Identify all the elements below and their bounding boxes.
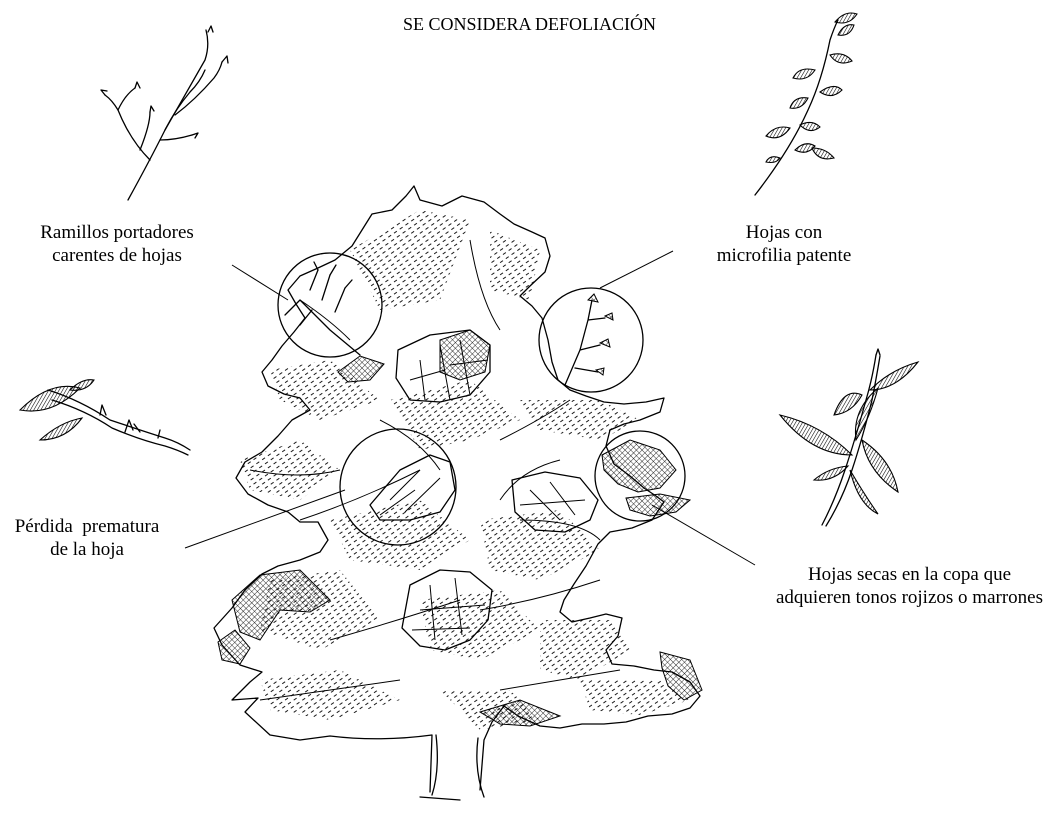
- bare-twig-sketch: [101, 26, 228, 200]
- tree-crown: [214, 186, 702, 800]
- callout-microphylly: [539, 288, 643, 392]
- label-bare-twigs-line2: carentes de hojas: [8, 244, 226, 267]
- dry-leaves-sketch: [780, 349, 918, 526]
- label-dry-leaves-line2: adquieren tonos rojizos o marrones: [760, 586, 1059, 609]
- callout-twigs: [278, 253, 382, 357]
- dry-patch: [338, 356, 384, 382]
- dry-patch: [440, 330, 490, 380]
- callout-dry: [595, 431, 690, 521]
- label-premature-loss-line1: Pérdida prematura: [0, 515, 174, 538]
- label-microphylly-line1: Hojas con: [690, 221, 878, 244]
- label-microphylly: Hojas con microfilia patente: [690, 221, 878, 267]
- label-bare-twigs-line1: Ramillos portadores: [8, 221, 226, 244]
- label-microphylly-line2: microfilia patente: [690, 244, 878, 267]
- label-bare-twigs: Ramillos portadores carentes de hojas: [8, 221, 226, 267]
- label-premature-loss: Pérdida prematura de la hoja: [0, 515, 174, 561]
- label-dry-leaves-line1: Hojas secas en la copa que: [760, 563, 1059, 586]
- label-premature-loss-line2: de la hoja: [0, 538, 174, 561]
- premature-loss-sketch: [20, 380, 190, 455]
- label-dry-leaves: Hojas secas en la copa que adquieren ton…: [760, 563, 1059, 609]
- dry-patch: [218, 630, 250, 664]
- microphylly-sketch: [755, 13, 857, 195]
- diagram-title: SE CONSIDERA DEFOLIACIÓN: [0, 13, 1059, 36]
